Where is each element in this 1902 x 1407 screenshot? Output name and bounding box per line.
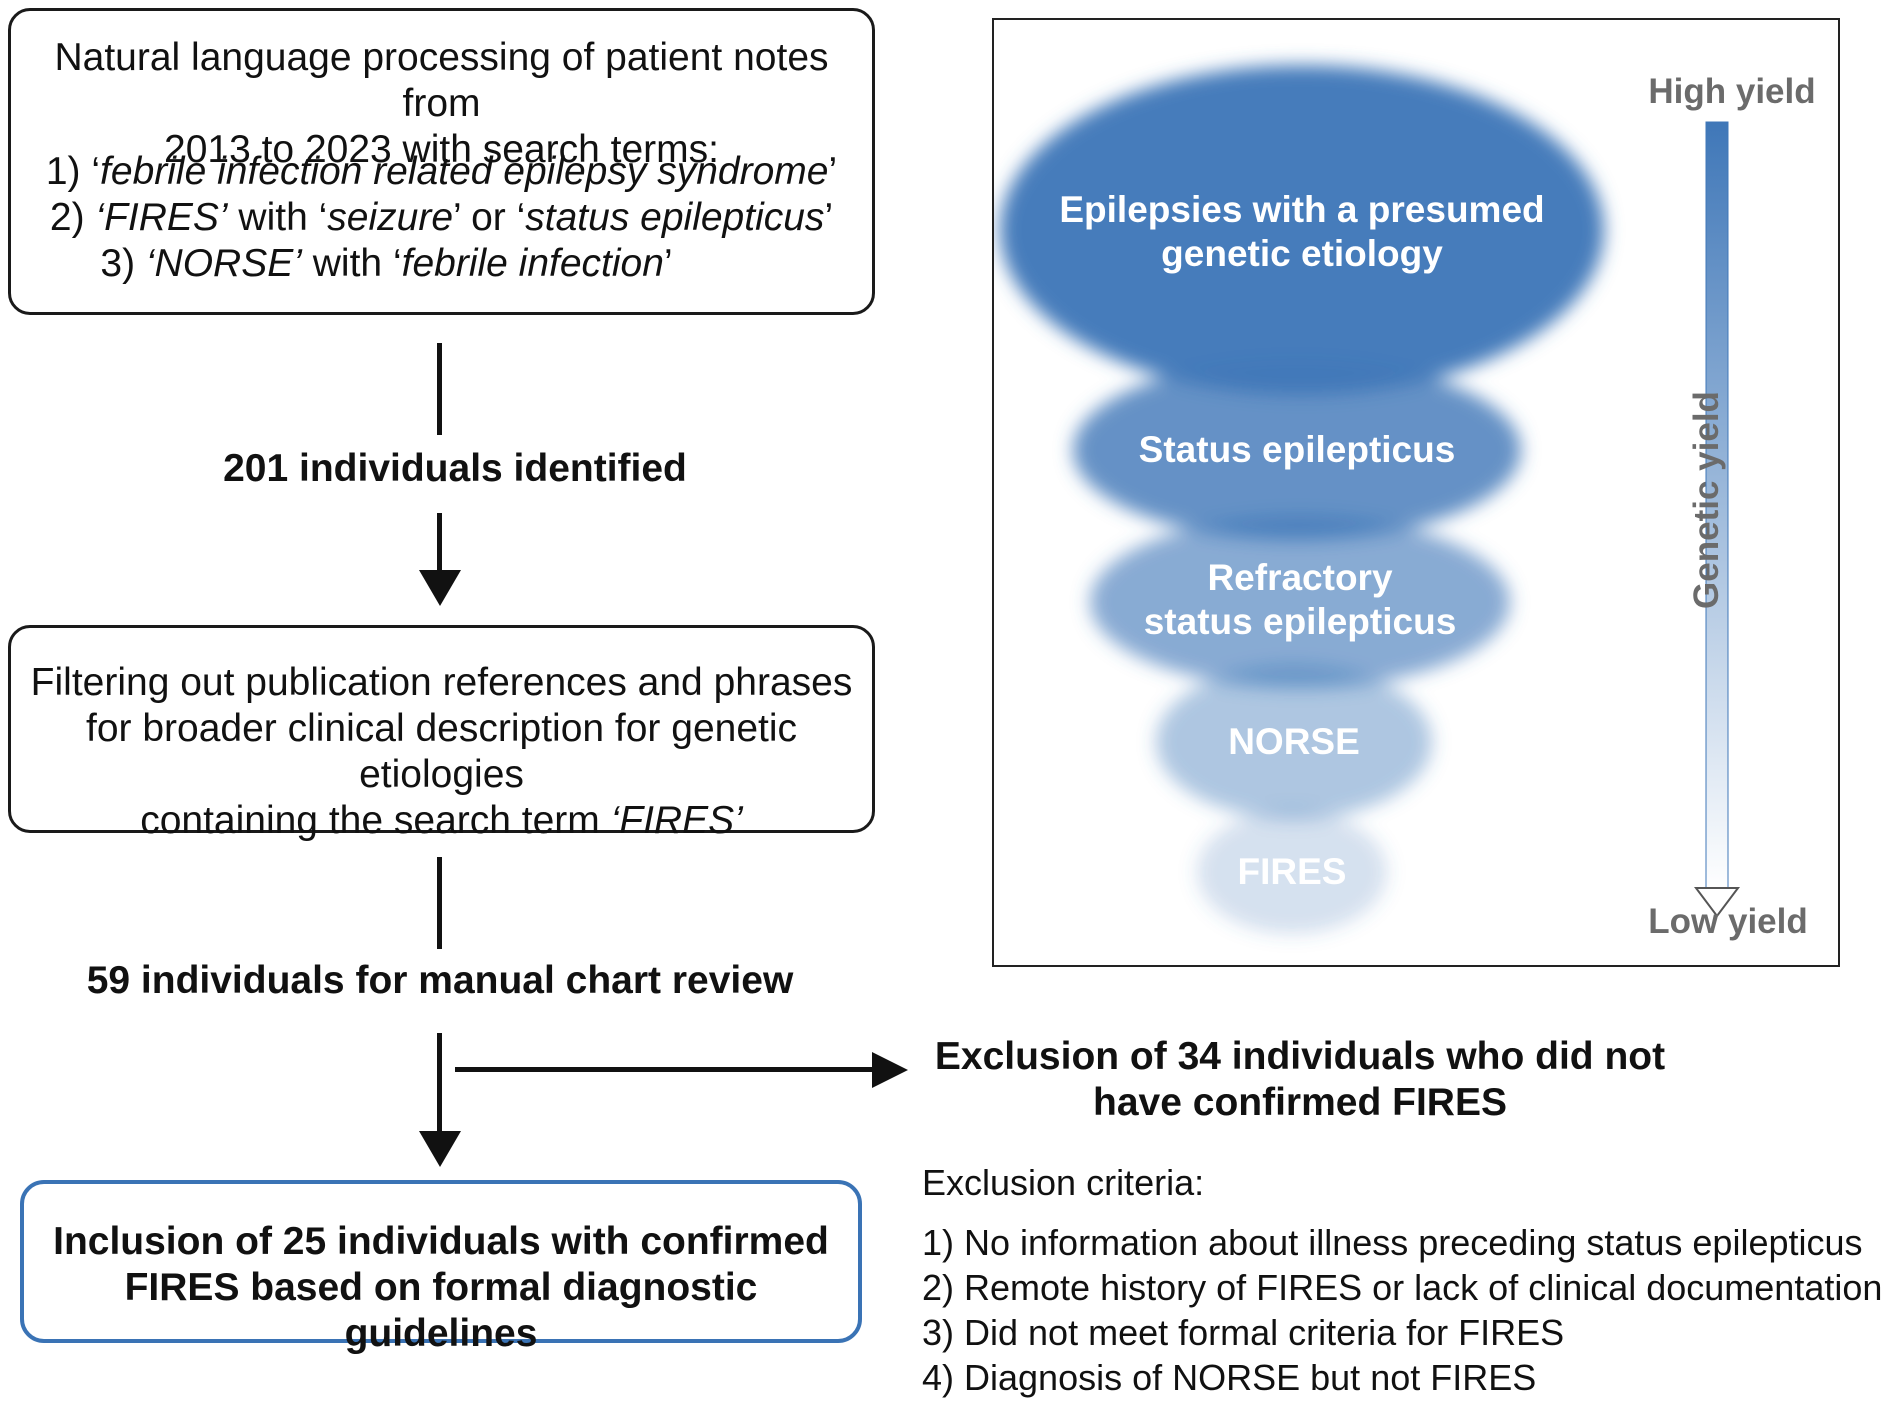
- connector-line-4: [437, 1033, 442, 1135]
- box2-line3: containing the search term ‘FIRES’: [140, 799, 743, 842]
- inclusion-line2: FIRES based on formal diagnostic guideli…: [124, 1266, 758, 1355]
- box2-line2: for broader clinical description for gen…: [85, 707, 798, 796]
- search-terms-box: Natural language processing of patient n…: [8, 8, 875, 315]
- criteria-item: 1) No information about illness precedin…: [922, 1222, 1863, 1263]
- connector-line-3: [437, 857, 442, 949]
- filtering-box: Filtering out publication references and…: [8, 625, 875, 842]
- funnel-label-fires: FIRES: [1237, 851, 1347, 892]
- arrow-down-1: [419, 570, 461, 606]
- funnel-level-2: [1073, 360, 1521, 540]
- manual-review-label: 59 individuals for manual chart review: [86, 959, 794, 1002]
- connector-line-1: [437, 343, 442, 435]
- genetic-yield-label: Genetic yield: [1687, 391, 1726, 609]
- box2-line1: Filtering out publication references and…: [30, 661, 853, 704]
- box1-line1: Natural language processing of patient n…: [54, 36, 829, 125]
- exclusion-arrow-line: [455, 1067, 875, 1072]
- connector-line-2: [437, 513, 442, 573]
- funnel-level-4: [1156, 665, 1432, 819]
- arrow-down-2: [419, 1131, 461, 1167]
- funnel-label-refractory: Refractory status epilepticus: [1143, 557, 1457, 642]
- exclusion-title: Exclusion of 34 individuals who did not …: [934, 1035, 1666, 1124]
- criteria-list: 1) No information about illness precedin…: [922, 1220, 1902, 1400]
- individuals-identified-label: 201 individuals identified: [223, 447, 687, 490]
- search-term-1: 1) ‘febrile infection related epilepsy s…: [45, 150, 838, 193]
- funnel-label-norse: NORSE: [1228, 721, 1360, 762]
- funnel-level-3: [1090, 516, 1510, 688]
- funnel-label-status-epilepticus: Status epilepticus: [1138, 429, 1456, 470]
- funnel-panel: Epilepsies with a presumed genetic etiol…: [992, 18, 1840, 967]
- search-term-2: 2) ‘FIRES’ with ‘seizure’ or ‘status epi…: [49, 196, 834, 239]
- search-term-3: 3) ‘NORSE’ with ‘febrile infection’: [100, 242, 673, 285]
- yield-arrow-head: [1694, 887, 1740, 918]
- funnel-label-genetic-etiology: Epilepsies with a presumed genetic etiol…: [1059, 189, 1545, 274]
- criteria-heading: Exclusion criteria:: [922, 1162, 1205, 1203]
- criteria-item: 3) Did not meet formal criteria for FIRE…: [922, 1312, 1565, 1353]
- low-yield-label: Low yield: [1648, 902, 1808, 941]
- funnel-level-5: [1197, 810, 1387, 934]
- exclusion-arrowhead: [872, 1052, 908, 1088]
- inclusion-box: Inclusion of 25 individuals with confirm…: [20, 1180, 862, 1355]
- funnel-graphic: [1000, 65, 1740, 934]
- high-yield-label: High yield: [1648, 72, 1816, 111]
- inclusion-line1: Inclusion of 25 individuals with confirm…: [53, 1220, 829, 1263]
- box1-line2: 2013 to 2023 with search terms:: [164, 128, 719, 171]
- criteria-item: 2) Remote history of FIRES or lack of cl…: [922, 1267, 1883, 1308]
- criteria-item: 4) Diagnosis of NORSE but not FIRES: [922, 1357, 1537, 1398]
- funnel-level-1: [1000, 65, 1604, 395]
